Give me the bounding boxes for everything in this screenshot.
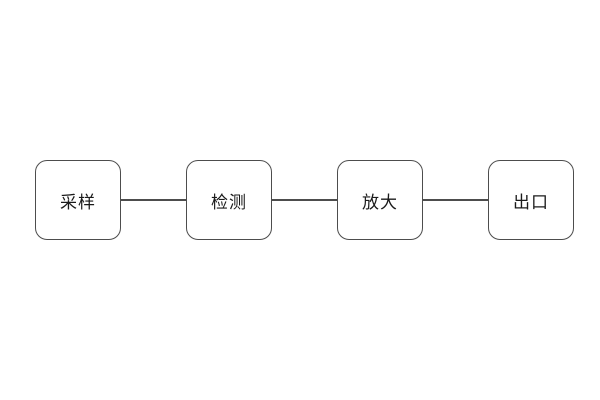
flow-node-label: 出口 <box>513 192 549 212</box>
flow-node-output: 出口 <box>488 160 574 240</box>
flow-node-label: 采样 <box>60 192 96 212</box>
flow-node-amplification: 放大 <box>337 160 423 240</box>
flow-node-label: 放大 <box>362 192 398 212</box>
connector-line <box>423 199 488 201</box>
flowchart: 采样 检测 放大 出口 <box>35 160 574 240</box>
flow-node-label: 检测 <box>211 192 247 212</box>
connector-line <box>121 199 186 201</box>
flow-node-sampling: 采样 <box>35 160 121 240</box>
connector-line <box>272 199 337 201</box>
flow-node-detection: 检测 <box>186 160 272 240</box>
